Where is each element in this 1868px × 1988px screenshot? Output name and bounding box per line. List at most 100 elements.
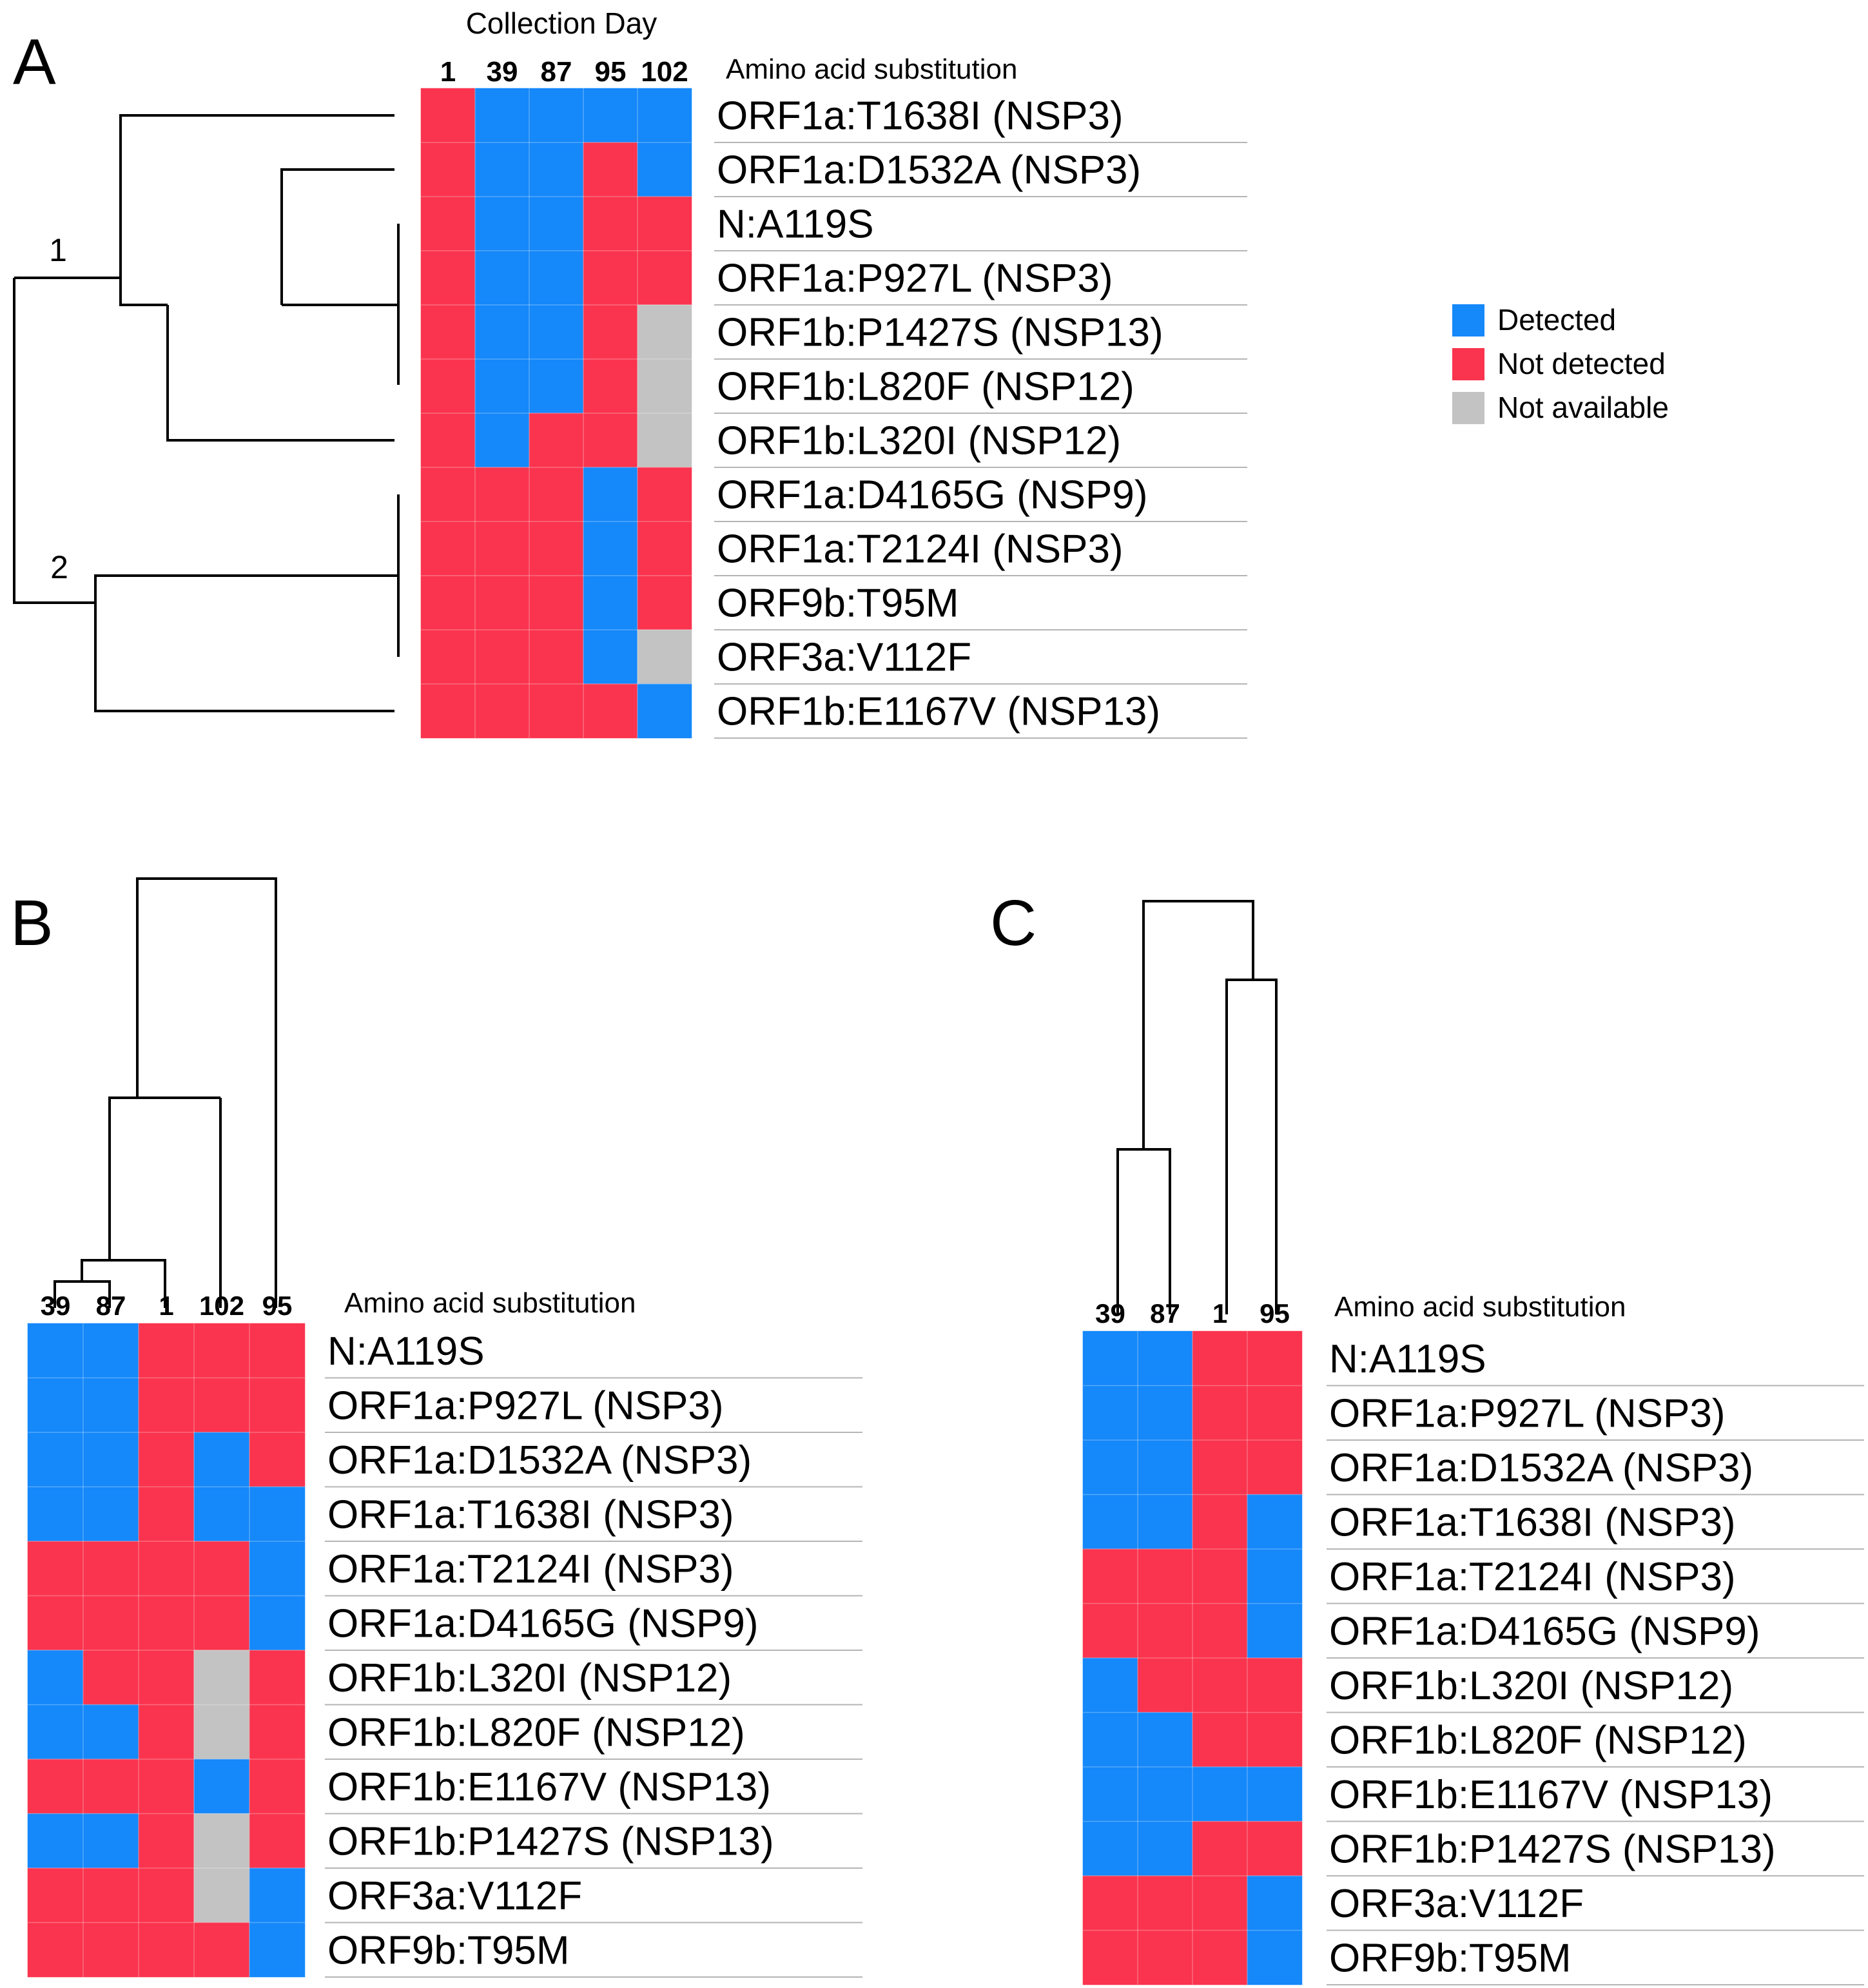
heatmap-cell [1137,1821,1193,1876]
heatmap-cell [583,358,638,414]
row-label: ORF1b:E1167V (NSP13) [327,1765,771,1809]
dendrogram-branch [110,1259,166,1308]
row-label: ORF3a:V112F [1329,1882,1584,1926]
heatmap-cell [1192,1712,1248,1768]
heatmap-cell [83,1378,139,1433]
heatmap-cell [193,1541,250,1596]
heatmap-cell [583,304,638,360]
heatmap-cell [249,1704,306,1760]
heatmap-cell [474,413,530,468]
heatmap-cell [420,521,476,576]
heatmap-cell [637,683,692,739]
column-header: 102 [641,56,688,88]
heatmap-cell [583,521,638,576]
dendrogram-branch [81,1259,110,1281]
heatmap-cell [27,1595,84,1651]
heatmap-cell [420,358,476,414]
heatmap-cell [138,1922,195,1978]
heatmap-cell [1192,1385,1248,1441]
heatmap-cell [83,1867,139,1923]
heatmap-cell [1247,1330,1303,1386]
dendrogram-branch [54,1280,82,1308]
heatmap-cell [249,1867,306,1923]
heatmap-cell [583,467,638,522]
heatmap-cell [420,142,476,197]
row-label: ORF1b:P1427S (NSP13) [1329,1827,1776,1871]
heatmap-cell [27,1922,84,1978]
heatmap-cell [27,1432,84,1487]
heatmap-cell [1247,1821,1303,1876]
heatmap-cell [138,1759,195,1814]
heatmap-cell [249,1486,306,1542]
heatmap-cell [249,1922,306,1978]
heatmap-cell [249,1541,306,1596]
heatmap-cell [420,196,476,251]
row-label: ORF1b:P1427S (NSP13) [327,1819,774,1864]
row-label: N:A119S [717,202,874,247]
row-axis-title: Amino acid substitution [1334,1291,1626,1323]
heatmap-cell [83,1650,139,1705]
heatmap-cell [1192,1766,1248,1822]
heatmap-cell [193,1432,250,1487]
heatmap-cell [1137,1548,1193,1604]
heatmap-cell [637,196,692,251]
heatmap-cell [1082,1385,1138,1441]
heatmap-cell [193,1323,250,1378]
heatmap-cell [474,358,530,414]
row-label: ORF1a:D4165G (NSP9) [1329,1609,1760,1653]
heatmap-cell [420,683,476,739]
heatmap-cell [637,629,692,685]
heatmap-cell [1247,1930,1303,1985]
heatmap-cell [529,196,584,251]
heatmap-cell [83,1759,139,1814]
row-label: ORF1b:E1167V (NSP13) [1329,1773,1773,1817]
heatmap-cell [249,1378,306,1433]
heatmap-cell [249,1323,306,1378]
heatmap-cell [1082,1603,1138,1659]
heatmap-cell [138,1486,195,1542]
heatmap-cell [1082,1548,1138,1604]
heatmap-cell [249,1813,306,1869]
collection-day-title: Collection Day [466,6,657,40]
heatmap-cell [1192,1603,1248,1659]
heatmap-cell [474,521,530,576]
heatmap-cell [1247,1657,1303,1713]
heatmap-cell [83,1595,139,1651]
cluster-label-1: 1 [49,232,67,268]
dendrogram-branch [94,574,398,603]
heatmap-cell [138,1867,195,1923]
heatmap-cell [420,413,476,468]
heatmap-cell [138,1650,195,1705]
heatmap-cell [138,1704,195,1760]
heatmap-cell [529,575,584,630]
heatmap-cell [637,88,692,143]
row-label: ORF1a:D1532A (NSP3) [717,148,1141,193]
heatmap-cell [193,1378,250,1433]
row-label: ORF1a:T2124I (NSP3) [327,1547,734,1592]
column-header: 87 [541,56,572,88]
row-label: ORF1b:L320I (NSP12) [1329,1664,1733,1708]
heatmap-cell [474,88,530,143]
heatmap-cell [193,1650,250,1705]
heatmap-cell [529,142,584,197]
heatmap-cell [1082,1875,1138,1931]
dendrogram-branch [1116,1148,1171,1314]
heatmap-cell [1137,1385,1193,1441]
dendrogram-branch [136,877,277,1308]
heatmap-cell [83,1813,139,1869]
heatmap-cell [1137,1657,1193,1713]
heatmap-cell [1247,1548,1303,1604]
column-header: 95 [595,56,627,88]
dendrogram-branch [108,1096,220,1260]
dendrogram-branch [1225,979,1278,1314]
heatmap-cell [1247,1603,1303,1659]
heatmap-cell [637,575,692,630]
heatmap-cell [27,1378,84,1433]
legend-label: Detected [1497,303,1616,336]
column-header: 39 [1095,1298,1125,1329]
heatmap-cell [138,1323,195,1378]
heatmap-cell [1082,1494,1138,1550]
heatmap-cell [1192,1930,1248,1985]
